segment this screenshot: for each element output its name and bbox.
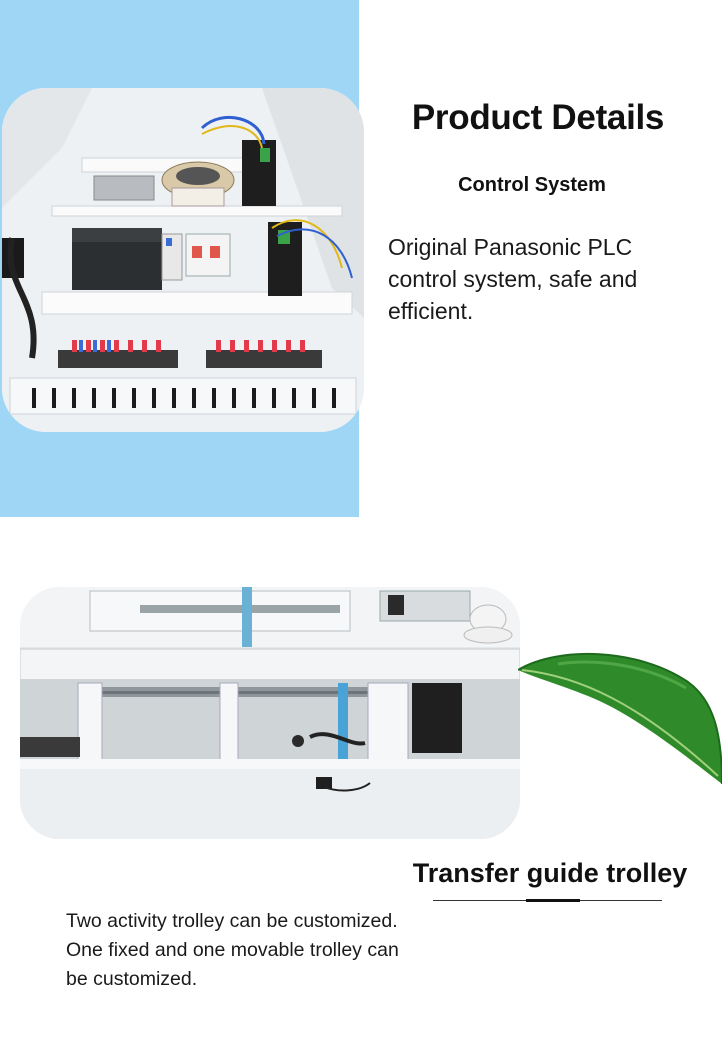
description-line: be customized. <box>66 968 198 990</box>
transfer-trolley-heading: Transfer guide trolley <box>412 858 688 888</box>
transfer-trolley-photo <box>20 587 520 839</box>
description-line: One fixed and one movable trolley can <box>66 939 399 961</box>
product-details-heading: Product Details <box>411 98 665 137</box>
heading-underline-accent <box>526 899 580 902</box>
transfer-trolley-description: Two activity trolley can be customized. … <box>66 907 466 994</box>
control-system-description: Original Panasonic PLC control system, s… <box>388 234 638 324</box>
control-system-subheading: Control System <box>458 174 606 196</box>
description-line: Two activity trolley can be customized. <box>66 910 398 932</box>
green-leaf-decoration <box>518 652 722 784</box>
control-cabinet-photo <box>2 88 364 432</box>
